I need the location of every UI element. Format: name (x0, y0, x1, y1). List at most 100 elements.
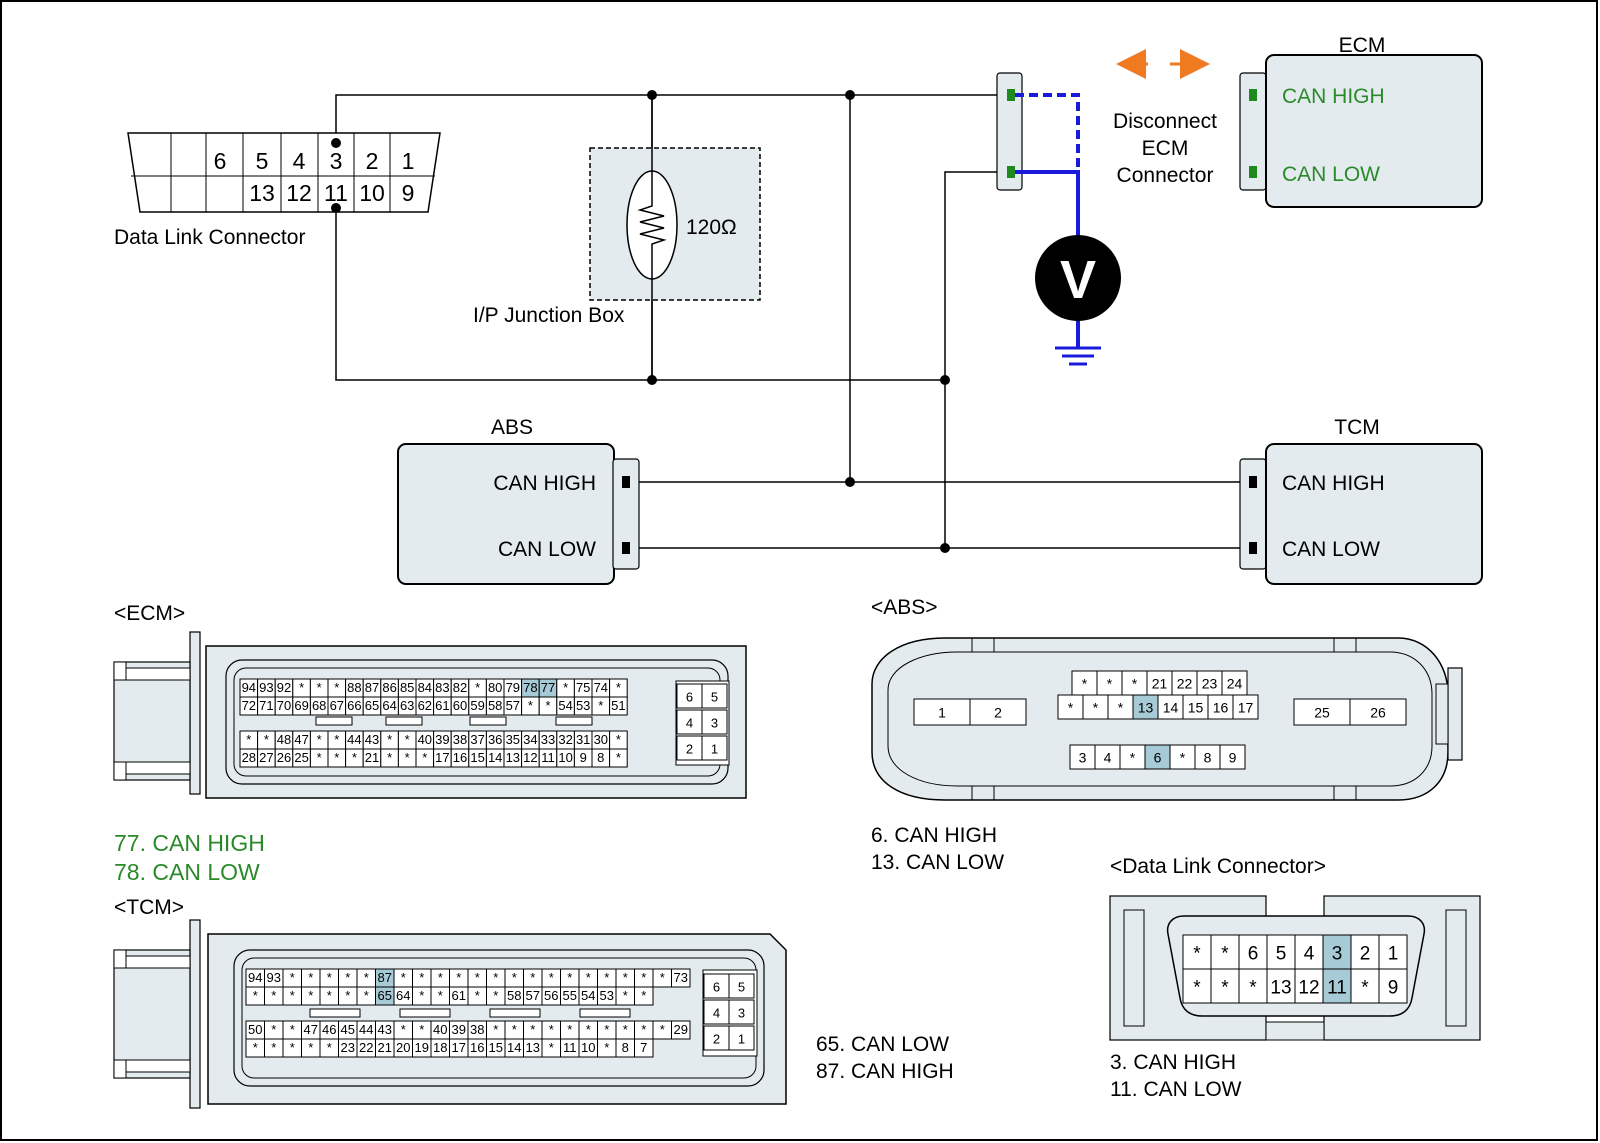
ecm-pin: 51 (611, 698, 625, 713)
dlc-face-pin: 13 (1270, 977, 1291, 998)
tcm-can-high: CAN HIGH (1282, 472, 1385, 495)
dlc-connector-title: <Data Link Connector> (1110, 855, 1326, 878)
tcm-aux-pin: 2 (713, 1031, 720, 1046)
ecm-pin: 82 (453, 680, 467, 695)
tcm-pin: * (604, 1040, 609, 1055)
tcm-pin: * (660, 970, 665, 985)
ecm-aux-pin: 5 (711, 689, 718, 704)
ecm-pin: 21 (365, 750, 379, 765)
ecm-module: ECM CAN HIGH CAN LOW (1239, 34, 1483, 208)
abs-pin: * (1093, 699, 1099, 715)
resistor-value: 120Ω (686, 216, 737, 239)
tcm-pin: 16 (470, 1040, 484, 1055)
voltmeter: V (1035, 235, 1121, 321)
tcm-pin: 94 (248, 970, 262, 985)
dlc-face-pin: * (1361, 977, 1369, 998)
ecm-pin: 14 (488, 750, 502, 765)
dlc-face-pin: 2 (1360, 943, 1371, 964)
disconnect-note-line1: Disconnect (1113, 110, 1217, 133)
dlc-pin-10: 10 (359, 180, 385, 206)
ecm-pin: * (334, 750, 339, 765)
disconnect-note-line3: Connector (1117, 164, 1214, 187)
ecm-pin: 67 (330, 698, 344, 713)
disconnect-note-line2: ECM (1142, 137, 1189, 160)
ecm-pin: * (246, 732, 251, 747)
ecm-pin: 37 (470, 732, 484, 747)
ecm-aux-pin: 4 (686, 715, 693, 730)
ecm-pin: * (334, 732, 339, 747)
ecm-pin: 28 (242, 750, 256, 765)
tcm-pin: * (660, 1022, 665, 1037)
tcm-pin: * (549, 1040, 554, 1055)
dlc-pin-4: 4 (293, 148, 306, 174)
dlc-pin-5: 5 (256, 148, 269, 174)
tcm-pin: * (512, 1022, 517, 1037)
tcm-pin: * (271, 1022, 276, 1037)
tcm-pin: 23 (341, 1040, 355, 1055)
ecm-pin: 39 (435, 732, 449, 747)
dlc-face-pin: * (1193, 977, 1201, 998)
tcm-aux-pin: 6 (713, 979, 720, 994)
ecm-pin: 86 (382, 680, 396, 695)
ecm-pin: 92 (277, 680, 291, 695)
abs-pin: 14 (1163, 699, 1179, 715)
ecm-pin: 65 (365, 698, 379, 713)
tcm-pin: 87 (378, 970, 392, 985)
abs-right-pin: 26 (1370, 705, 1386, 721)
tcm-pin: 20 (396, 1040, 410, 1055)
abs-pin: 13 (1138, 699, 1154, 715)
ecm-pin: 31 (576, 732, 590, 747)
tcm-pin: * (401, 1022, 406, 1037)
tcm-pin: * (438, 970, 443, 985)
voltmeter-probe-wires (1015, 93, 1101, 366)
ecm-pin: * (317, 750, 322, 765)
dlc-schematic-label: Data Link Connector (114, 226, 305, 249)
abs-pin: 21 (1152, 675, 1168, 691)
ecm-pin: 12 (523, 750, 537, 765)
abs-pin: 24 (1227, 675, 1243, 691)
abs-pin: 17 (1238, 699, 1254, 715)
dlc-face-pin: * (1193, 943, 1201, 964)
abs-pin: 15 (1188, 699, 1204, 715)
tcm-pin: * (512, 970, 517, 985)
ecm-pin: 83 (435, 680, 449, 695)
ecm-pin: 62 (418, 698, 432, 713)
ecm-pin: * (598, 698, 603, 713)
tcm-pin: * (641, 988, 646, 1003)
tcm-legend-can-high: 87. CAN HIGH (816, 1060, 954, 1083)
dlc-face-pin: 1 (1388, 943, 1399, 964)
abs-pin: * (1107, 675, 1113, 691)
ecm-can-low: CAN LOW (1282, 163, 1380, 186)
ecm-pin: 32 (558, 732, 572, 747)
ecm-pin: 87 (365, 680, 379, 695)
tcm-pin: * (327, 988, 332, 1003)
ecm-pin: * (616, 680, 621, 695)
ecm-pin: * (528, 698, 533, 713)
tcm-pin: * (549, 970, 554, 985)
tcm-pin: * (419, 988, 424, 1003)
abs-pin: 16 (1213, 699, 1229, 715)
ecm-pin: 38 (453, 732, 467, 747)
tcm-pin: 50 (248, 1022, 262, 1037)
tcm-pin: * (364, 988, 369, 1003)
ecm-harness-connector (996, 72, 1023, 191)
abs-pin: * (1180, 749, 1186, 765)
tcm-pin: * (308, 1040, 313, 1055)
voltmeter-symbol: V (1060, 250, 1096, 310)
ecm-pin: 59 (470, 698, 484, 713)
tcm-pin: * (586, 1022, 591, 1037)
tcm-legend-can-low: 65. CAN LOW (816, 1033, 949, 1056)
ecm-pin: * (317, 680, 322, 695)
dlc-legend-can-low: 11. CAN LOW (1110, 1078, 1242, 1101)
tcm-pin: * (308, 970, 313, 985)
dlc-face-pin: 5 (1276, 943, 1287, 964)
ecm-pin: 34 (523, 732, 537, 747)
tcm-pin: * (290, 1040, 295, 1055)
ecm-pin: 8 (597, 750, 604, 765)
ecm-pin: 58 (488, 698, 502, 713)
dlc-pin-11: 11 (324, 180, 348, 206)
tcm-pin: * (604, 1022, 609, 1037)
tcm-aux-pin: 1 (738, 1031, 745, 1046)
